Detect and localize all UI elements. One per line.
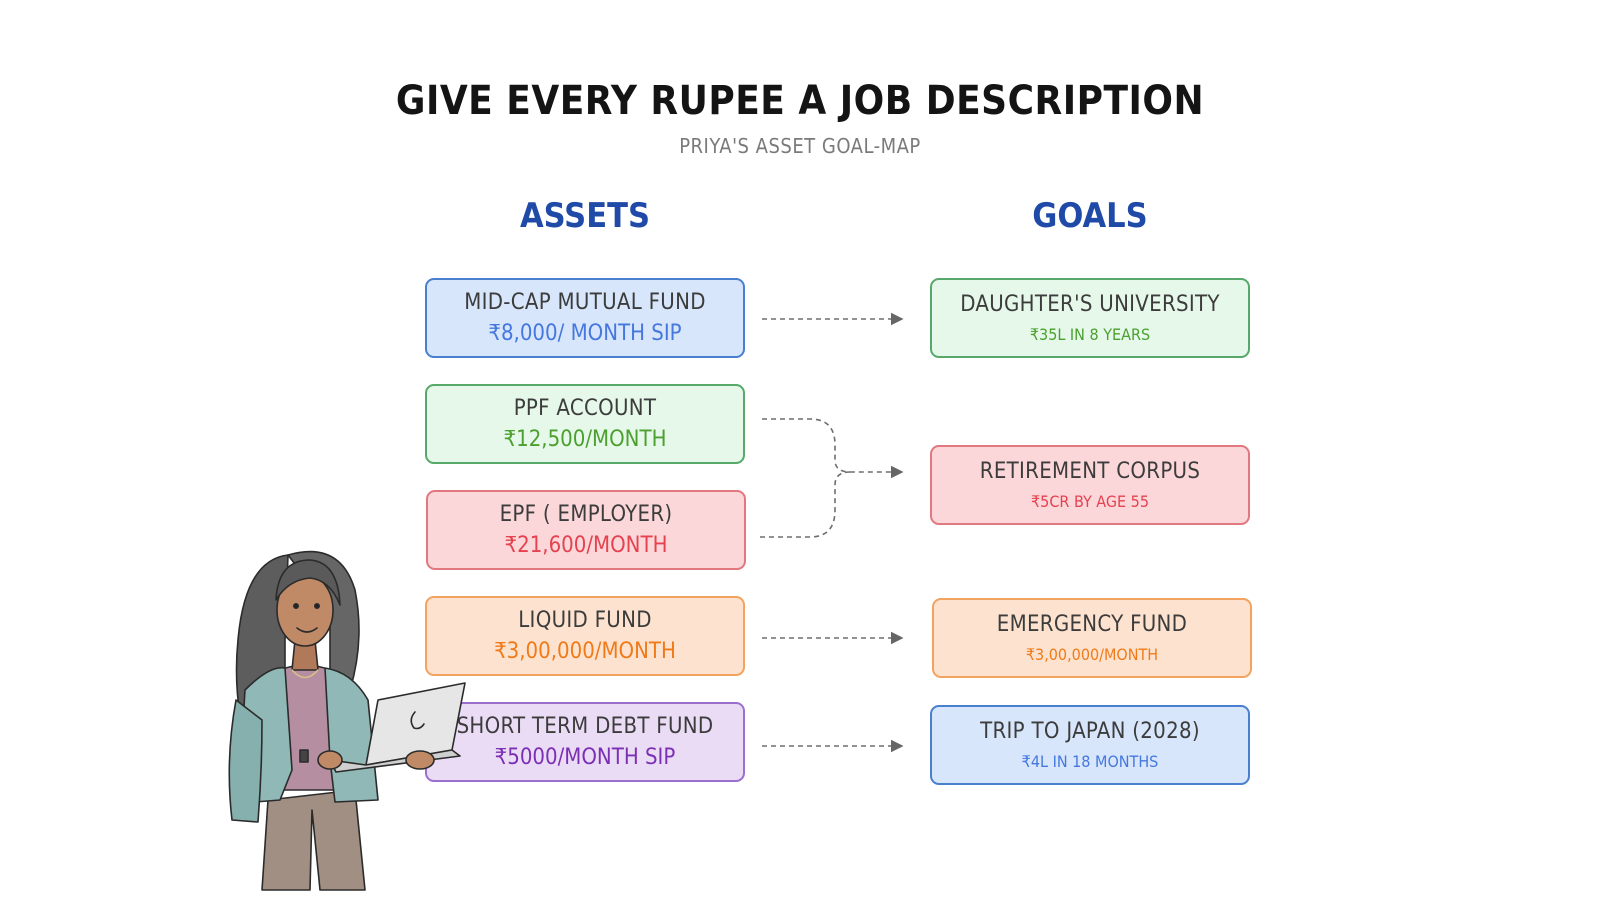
asset-value: ₹21,600/MONTH [504, 533, 668, 558]
assets-heading: ASSETS [519, 196, 650, 236]
asset-value: ₹12,500/MONTH [503, 427, 667, 452]
goal-value: ₹5CR BY AGE 55 [1031, 492, 1149, 511]
goal-name: TRIP TO JAPAN (2028) [980, 719, 1200, 744]
goal-name: RETIREMENT CORPUS [979, 459, 1201, 484]
page-title: GIVE EVERY RUPEE A JOB DESCRIPTION [395, 78, 1205, 124]
goal-box-trip-to-japan: TRIP TO JAPAN (2028) ₹4L IN 18 MONTHS [930, 705, 1250, 785]
asset-name: MID-CAP MUTUAL FUND [464, 290, 706, 315]
goal-box-daughters-university: DAUGHTER'S UNIVERSITY ₹35L IN 8 YEARS [930, 278, 1250, 358]
goal-name: EMERGENCY FUND [996, 612, 1188, 637]
asset-box-ppf-account: PPF ACCOUNT ₹12,500/MONTH [425, 384, 745, 464]
asset-name: PPF ACCOUNT [513, 396, 657, 421]
asset-box-short-term-debt-fund: SHORT TERM DEBT FUND ₹5000/MONTH SIP [425, 702, 745, 782]
asset-value: ₹5000/MONTH SIP [494, 745, 676, 770]
goal-box-retirement-corpus: RETIREMENT CORPUS ₹5CR BY AGE 55 [930, 445, 1250, 525]
trousers [261, 789, 366, 891]
connector-epf-to-retirement [760, 471, 851, 538]
goal-name: DAUGHTER'S UNIVERSITY [960, 292, 1220, 317]
asset-name: EPF ( EMPLOYER) [499, 502, 673, 527]
asset-value: ₹8,000/ MONTH SIP [488, 321, 682, 346]
asset-value: ₹3,00,000/MONTH [494, 639, 676, 664]
goals-heading: GOALS [1032, 196, 1148, 236]
asset-name: SHORT TERM DEBT FUND [456, 714, 714, 739]
goal-box-emergency-fund: EMERGENCY FUND ₹3,00,000/MONTH [932, 598, 1252, 678]
asset-box-mid-cap-mutual-fund: MID-CAP MUTUAL FUND ₹8,000/ MONTH SIP [425, 278, 745, 358]
goal-value: ₹4L IN 18 MONTHS [1021, 752, 1159, 771]
asset-name: LIQUID FUND [518, 608, 652, 633]
page-subtitle: PRIYA'S ASSET GOAL-MAP [679, 134, 921, 158]
goal-value: ₹3,00,000/MONTH [1025, 645, 1159, 664]
goal-value: ₹35L IN 8 YEARS [1029, 325, 1151, 344]
connector-ppf-to-retirement [762, 418, 904, 479]
asset-box-liquid-fund: LIQUID FUND ₹3,00,000/MONTH [425, 596, 745, 676]
asset-box-epf-employer: EPF ( EMPLOYER) ₹21,600/MONTH [426, 490, 746, 570]
